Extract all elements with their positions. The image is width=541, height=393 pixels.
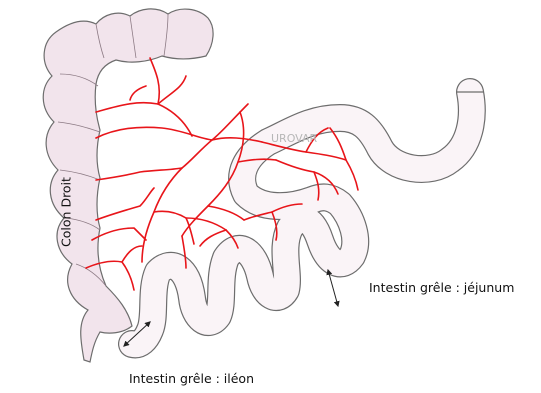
- ileon-label: Intestin grêle : iléon: [129, 371, 254, 386]
- jejunum-label: Intestin grêle : jéjunum: [369, 280, 514, 295]
- watermark-label: UROVAR: [271, 132, 318, 145]
- colon-label: Colon Droit: [59, 177, 74, 247]
